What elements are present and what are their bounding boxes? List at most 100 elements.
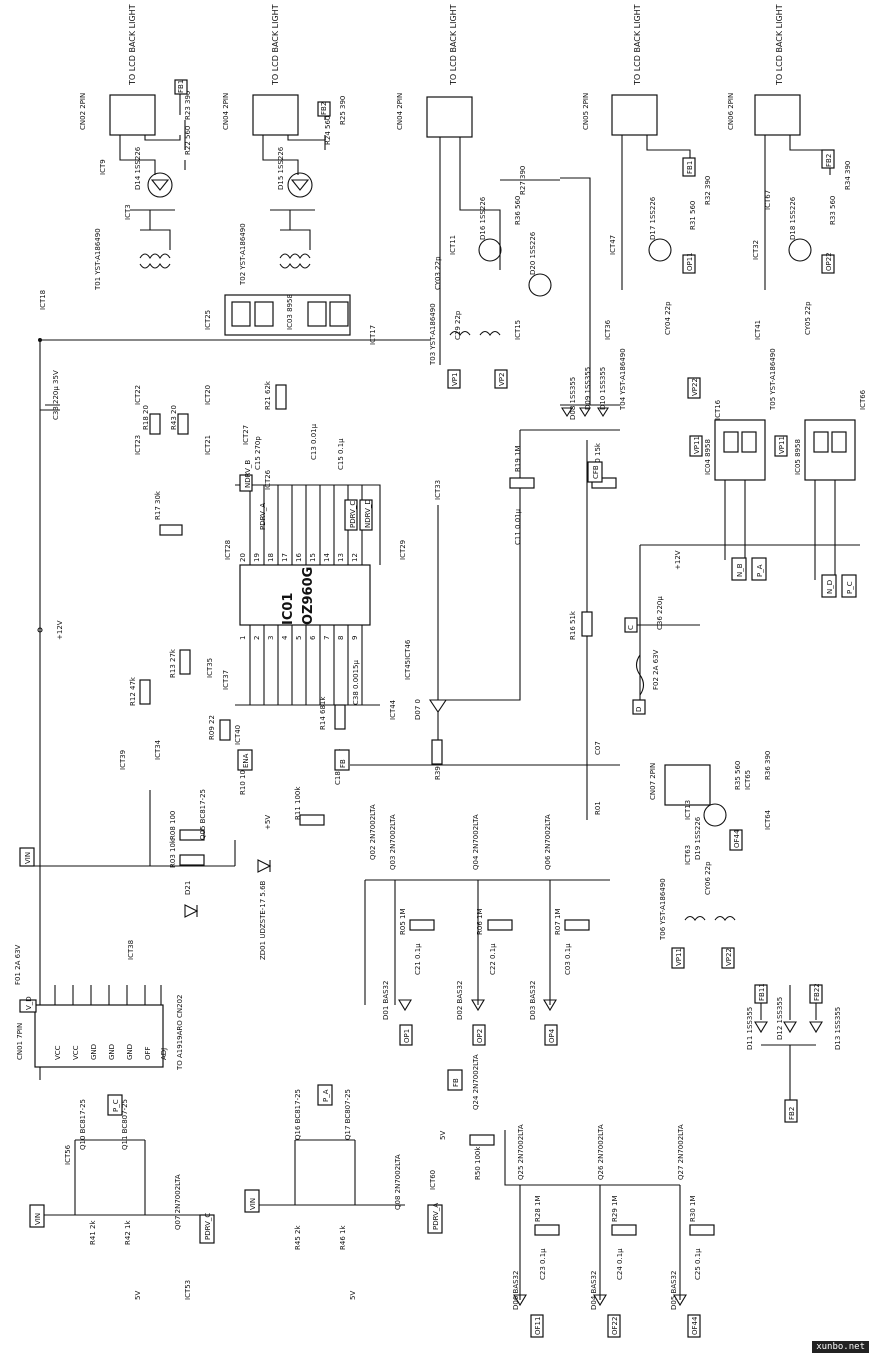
svg-text:ICT35: ICT35 [206,658,214,678]
svg-text:ICT65: ICT65 [744,770,752,790]
bottom-left-driver: VIN ICT56 Q10 BC817-25 Q11 BC807-25 P_C … [29,1094,215,1300]
svg-text:R30 1M: R30 1M [689,1196,697,1223]
svg-text:D07 0: D07 0 [414,699,422,720]
svg-text:TO A1919ARO CN202: TO A1919ARO CN202 [176,995,184,1072]
svg-text:D01 BAS32: D01 BAS32 [382,981,390,1020]
svg-text:ICT67: ICT67 [764,190,772,210]
svg-text:18: 18 [267,553,275,562]
svg-text:ICT66: ICT66 [859,389,867,410]
svg-text:VP11: VP11 [675,948,683,966]
svg-text:OP1: OP1 [403,1029,411,1043]
svg-text:R43 20: R43 20 [170,405,178,430]
svg-text:OFF: OFF [144,1046,152,1060]
svg-text:6: 6 [309,635,317,640]
channel-4: D17 1SS226 R32 390 R31 560 ICT47 CY04 22… [604,135,712,411]
svg-text:D21: D21 [184,881,192,895]
svg-text:Q05 BC817-25: Q05 BC817-25 [199,789,207,840]
svg-text:PDRV_A: PDRV_A [432,1203,440,1230]
svg-text:N_B: N_B [736,563,744,577]
svg-text:CN06 2PIN: CN06 2PIN [727,93,735,130]
svg-text:D18 1SS226: D18 1SS226 [789,196,797,240]
svg-text:17: 17 [281,553,289,562]
svg-text:Q17 BC807-25: Q17 BC807-25 [344,1089,352,1140]
svg-text:R42 1k: R42 1k [124,1220,132,1245]
header-4: TO LCD BACK LIGHT [633,4,642,86]
svg-text:C36 220µ: C36 220µ [656,596,664,630]
svg-text:2: 2 [253,636,261,640]
svg-text:ICT27: ICT27 [242,425,250,445]
svg-text:OF22: OF22 [611,1317,619,1335]
svg-text:FB2: FB2 [825,154,833,167]
svg-text:CN02 2PIN: CN02 2PIN [79,93,87,130]
svg-text:D04 BAS32: D04 BAS32 [590,1271,598,1310]
d11-d13: FB11 FB22 D11 1SS355 D12 1SS355 D13 1SS3… [746,983,842,1123]
backlight-headers: TO LCD BACK LIGHT TO LCD BACK LIGHT TO L… [128,4,784,86]
left-rail: ICT18 C33 220µ 35V +12V [37,290,430,1080]
svg-text:Q27 2N7002LTA: Q27 2N7002LTA [677,1124,685,1180]
header-3: TO LCD BACK LIGHT [449,4,458,86]
svg-text:C21 0.1µ: C21 0.1µ [414,943,422,975]
ic04-ic05: IC04 8958 IC05 8958 N_B P_A N_D P_C ICT1… [689,389,867,598]
svg-text:C23 0.1µ: C23 0.1µ [539,1248,547,1280]
svg-text:R25 390: R25 390 [339,96,347,125]
svg-text:D15 1SS226: D15 1SS226 [277,146,285,190]
svg-text:P_A: P_A [322,1089,330,1102]
svg-text:OP11: OP11 [686,252,694,271]
channel-2: D15 1SS226 R24 560 R25 390 T02 YST-A1864… [239,96,347,286]
svg-text:ZD01 UDZSTE-17 5.6B: ZD01 UDZSTE-17 5.6B [259,880,267,960]
svg-text:CN05 2PIN: CN05 2PIN [582,93,590,130]
svg-text:GND: GND [90,1044,98,1060]
svg-text:R24 560: R24 560 [324,116,332,145]
svg-text:R18 20: R18 20 [142,405,150,430]
svg-text:D17 1SS226: D17 1SS226 [649,196,657,240]
svg-text:ICT26: ICT26 [264,469,272,490]
svg-text:D02 BAS32: D02 BAS32 [456,981,464,1020]
svg-text:R03 10k: R03 10k [169,838,177,868]
cn01: CN01 7PIN TO A1919ARO CN202 VCC VCC GND … [14,944,184,1071]
svg-text:C38 0.0015µ: C38 0.0015µ [352,659,360,705]
svg-text:ICT20: ICT20 [204,385,212,405]
svg-text:5V: 5V [439,1131,447,1140]
svg-text:R19 1M: R19 1M [514,446,522,473]
svg-text:D16 1SS226: D16 1SS226 [479,196,487,240]
svg-text:C19 22p: C19 22p [454,310,462,340]
svg-text:VP2: VP2 [498,373,506,386]
svg-text:GND: GND [126,1044,134,1060]
svg-text:ICT29: ICT29 [399,540,407,560]
svg-text:FB2: FB2 [320,102,328,115]
svg-text:ICT38: ICT38 [127,940,135,960]
lamp-connectors: CN02 2PIN CN04 2PIN CN04 2PIN CN05 2PIN … [79,93,801,138]
svg-text:ICT18: ICT18 [39,290,47,310]
svg-text:C22 0.1µ: C22 0.1µ [489,943,497,975]
svg-text:ICT64: ICT64 [764,809,772,830]
cn07-t06: CN07 2PIN D19 1SS226 R35 560 R36 390 ICT… [649,751,772,969]
svg-text:FB: FB [339,759,347,768]
svg-text:OP4: OP4 [548,1028,556,1043]
svg-text:ICT17: ICT17 [369,325,377,345]
svg-text:PDRV_C: PDRV_C [204,1213,212,1240]
svg-text:Q16 BC817-25: Q16 BC817-25 [294,1089,302,1140]
svg-text:C: C [627,625,635,630]
svg-text:CY03 22p: CY03 22p [434,256,442,290]
svg-text:R22 560: R22 560 [184,126,192,155]
svg-text:D10 1SS355: D10 1SS355 [599,367,607,410]
svg-text:D08 1SS355: D08 1SS355 [569,377,577,420]
svg-text:D03 BAS32: D03 BAS32 [529,981,537,1020]
svg-text:R33 560: R33 560 [829,196,837,225]
svg-text:C33 220µ 35V: C33 220µ 35V [52,370,60,420]
svg-text:PDRV_C: PDRV_C [349,501,357,528]
svg-text:19: 19 [253,553,261,562]
svg-text:OF44: OF44 [733,829,741,848]
svg-text:1: 1 [239,636,247,640]
svg-text:ICT36: ICT36 [604,319,612,340]
svg-text:C24 0.1µ: C24 0.1µ [616,1248,624,1280]
svg-text:FB1: FB1 [177,80,185,93]
svg-text:OP2: OP2 [476,1029,484,1043]
svg-text:CFB: CFB [592,465,600,479]
svg-text:C03 0.1µ: C03 0.1µ [564,943,572,975]
svg-text:ICT44: ICT44 [389,699,397,720]
svg-text:D11 1SS355: D11 1SS355 [746,1007,754,1050]
svg-text:Q26 2N7002LTA: Q26 2N7002LTA [597,1124,605,1180]
svg-text:ICT13: ICT13 [684,800,692,820]
svg-text:VIN: VIN [34,1213,42,1225]
